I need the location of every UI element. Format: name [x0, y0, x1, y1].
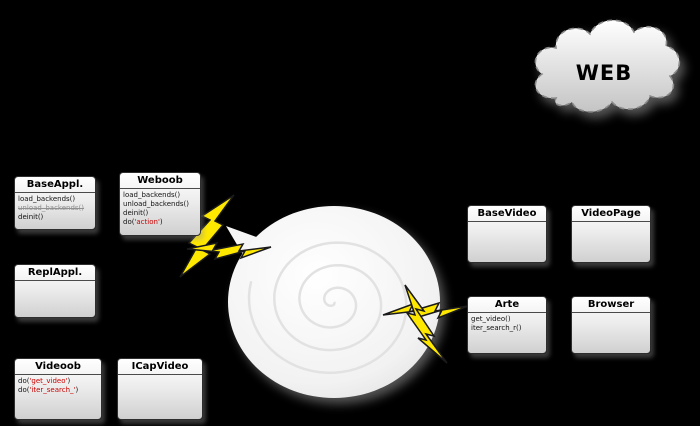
method-line: get_video(): [471, 315, 543, 324]
class-title: VideoPage: [572, 206, 650, 222]
class-box-baseappl: BaseAppl.load_backends()unload_backends(…: [14, 176, 96, 230]
class-methods: load_backends()unload_backends()deinit()…: [120, 189, 200, 229]
method-text: 'iter_search_': [29, 386, 76, 394]
class-methods: get_video()iter_search_r(): [468, 313, 546, 335]
class-box-replappl: ReplAppl.: [14, 264, 96, 318]
class-methods: load_backends()unload_backends()deinit(): [15, 193, 95, 224]
class-methods: [572, 222, 650, 226]
method-text: deinit(): [123, 209, 149, 217]
method-text: load_backends(): [18, 195, 76, 203]
method-line: load_backends(): [123, 191, 197, 200]
class-title: BaseAppl.: [15, 177, 95, 193]
method-line: do('action'): [123, 218, 197, 227]
method-text: 'get_video': [29, 377, 68, 385]
class-box-videopage: VideoPage: [571, 205, 651, 263]
method-line: do('iter_search_'): [18, 386, 98, 395]
method-text: do(: [18, 377, 30, 385]
method-text: ): [159, 218, 163, 226]
web-cloud-label: WEB: [575, 61, 633, 85]
method-text: unload_backends(): [123, 200, 190, 208]
class-methods: [572, 313, 650, 317]
method-text: load_backends(): [123, 191, 181, 199]
method-text: deinit(): [18, 213, 44, 221]
class-methods: [468, 222, 546, 226]
method-line: unload_backends(): [18, 204, 92, 213]
class-title: ICapVideo: [118, 359, 202, 375]
method-text: do(: [18, 386, 30, 394]
lightning-weboob-core: [179, 194, 272, 278]
method-line: iter_search_r(): [471, 324, 543, 333]
class-title: ReplAppl.: [15, 265, 95, 281]
class-box-icapvideo: ICapVideo: [117, 358, 203, 420]
method-line: do('get_video'): [18, 377, 98, 386]
web-cloud-shape: [534, 19, 681, 113]
class-box-browser: Browser: [571, 296, 651, 354]
method-text: iter_search_r(): [471, 324, 522, 332]
method-text: get_video(): [471, 315, 511, 323]
method-text: ): [75, 386, 79, 394]
method-text: ): [67, 377, 71, 385]
class-methods: [118, 375, 202, 379]
method-line: deinit(): [123, 209, 197, 218]
class-box-basevideo: BaseVideo: [467, 205, 547, 263]
lightning-bolt: [179, 194, 235, 278]
class-title: Videoob: [15, 359, 101, 375]
method-text: 'action': [134, 218, 160, 226]
method-text: do(: [123, 218, 135, 226]
spiral-curve: [247, 241, 408, 374]
class-methods: [15, 281, 95, 285]
class-title: Weboob: [120, 173, 200, 189]
method-text: unload_backends(): [18, 204, 85, 212]
class-title: Browser: [572, 297, 650, 313]
class-methods: do('get_video')do('iter_search_'): [15, 375, 101, 397]
lightning-bolt: [186, 241, 272, 261]
class-title: Arte: [468, 297, 546, 313]
class-title: BaseVideo: [468, 206, 546, 222]
method-line: load_backends(): [18, 195, 92, 204]
method-line: unload_backends(): [123, 200, 197, 209]
method-line: deinit(): [18, 213, 92, 222]
lightning-bolt: [404, 284, 448, 364]
weboob-core-spiral: [226, 206, 440, 398]
